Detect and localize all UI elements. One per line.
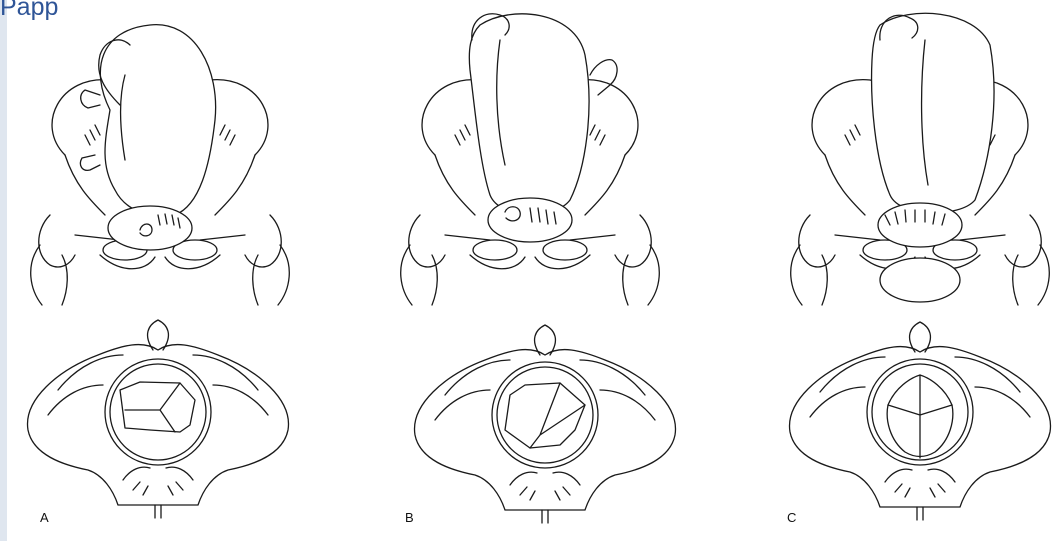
- panel-b-fetus-in-pelvis: [401, 14, 660, 305]
- panel-b-pelvic-inlet: [415, 325, 676, 523]
- panel-label-b: B: [405, 510, 414, 525]
- panel-label-c: C: [787, 510, 796, 525]
- panel-c-fetus-in-pelvis: [791, 13, 1050, 305]
- panel-a-pelvic-inlet: [28, 320, 289, 518]
- panel-a-fetus-in-pelvis: [31, 25, 290, 305]
- panel-label-a: A: [40, 510, 49, 525]
- panel-c-pelvic-inlet: [790, 322, 1051, 520]
